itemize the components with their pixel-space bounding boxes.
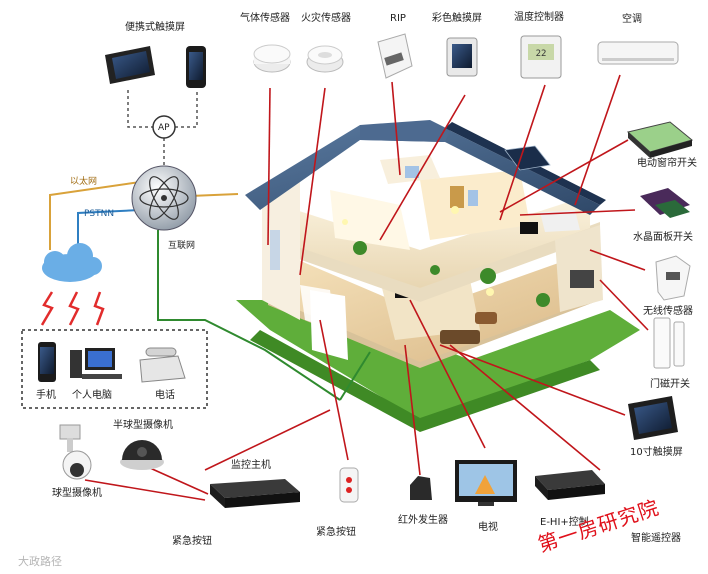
half-dome-camera-label: 半球型摄像机	[113, 420, 173, 432]
corner-watermark: 大政路径	[18, 553, 62, 569]
door-magnet-label: 门磁开关	[650, 379, 690, 391]
touchscreen-10inch-label: 10寸触摸屏	[630, 447, 683, 459]
personal-computer-icon	[70, 348, 122, 379]
wireless-sensor-icon	[656, 256, 690, 300]
smart-remote-label: 智能遥控器	[631, 533, 681, 545]
monitor-host-icon	[210, 479, 300, 508]
emergency-button-left-label: 紧急按钮	[172, 536, 212, 548]
svg-text:22: 22	[536, 49, 547, 59]
telephone-icon	[140, 348, 185, 382]
ir-transmitter-label: 红外发生器	[398, 515, 448, 527]
pstn-label: PSTNN	[84, 208, 114, 220]
tv-label: 电视	[478, 522, 498, 534]
personal-computer-label: 个人电脑	[72, 390, 112, 402]
portable-touchscreen-label: 便携式触摸屏	[125, 22, 185, 34]
color-touchscreen-label: 彩色触摸屏	[432, 13, 482, 25]
curtain-switch-label: 电动窗帘开关	[637, 158, 697, 170]
mobile-phone-label: 手机	[36, 390, 56, 402]
gas-sensor-icon	[254, 45, 290, 72]
emergency-button-label: 紧急按钮	[316, 527, 356, 539]
door-magnet-icon	[654, 318, 684, 368]
color-touchscreen-icon	[447, 38, 477, 76]
fire-sensor-icon	[307, 46, 343, 72]
telephone-label: 电话	[155, 390, 175, 402]
tv-icon	[455, 460, 517, 506]
gas-sensor-label: 气体传感器	[240, 13, 290, 25]
network-hub-icon	[132, 166, 196, 230]
ehi-controller-icon	[535, 470, 605, 500]
ap-label: AP	[158, 122, 170, 134]
crystal-panel-switch-icon	[640, 188, 690, 218]
air-conditioner-label: 空调	[622, 14, 642, 26]
dome-camera-label: 球型摄像机	[52, 488, 102, 500]
mobile-phone-icon	[38, 342, 56, 382]
curtain-switch-icon	[628, 122, 692, 158]
crystal-panel-switch-label: 水晶面板开关	[633, 232, 693, 244]
internet-label: 互联网	[168, 240, 195, 252]
rip-label: RIP	[390, 13, 406, 25]
dome-camera-icon	[60, 425, 91, 479]
touchscreen-10inch-icon	[628, 396, 678, 440]
half-dome-camera-icon	[120, 440, 164, 470]
temp-controller-label: 温度控制器	[514, 12, 564, 24]
emergency-button-icon	[340, 468, 358, 502]
ir-transmitter-icon	[410, 476, 432, 500]
ethernet-label: 以太网	[70, 176, 97, 188]
air-conditioner-icon	[598, 42, 678, 64]
temp-controller-icon: 22	[521, 36, 561, 78]
rip-sensor-icon	[378, 34, 412, 78]
wireless-sensor-label: 无线传感器	[643, 306, 693, 318]
portable-touchscreen-icon	[105, 46, 206, 88]
monitor-host-label: 监控主机	[231, 460, 271, 472]
fire-sensor-label: 火灾传感器	[301, 13, 351, 25]
